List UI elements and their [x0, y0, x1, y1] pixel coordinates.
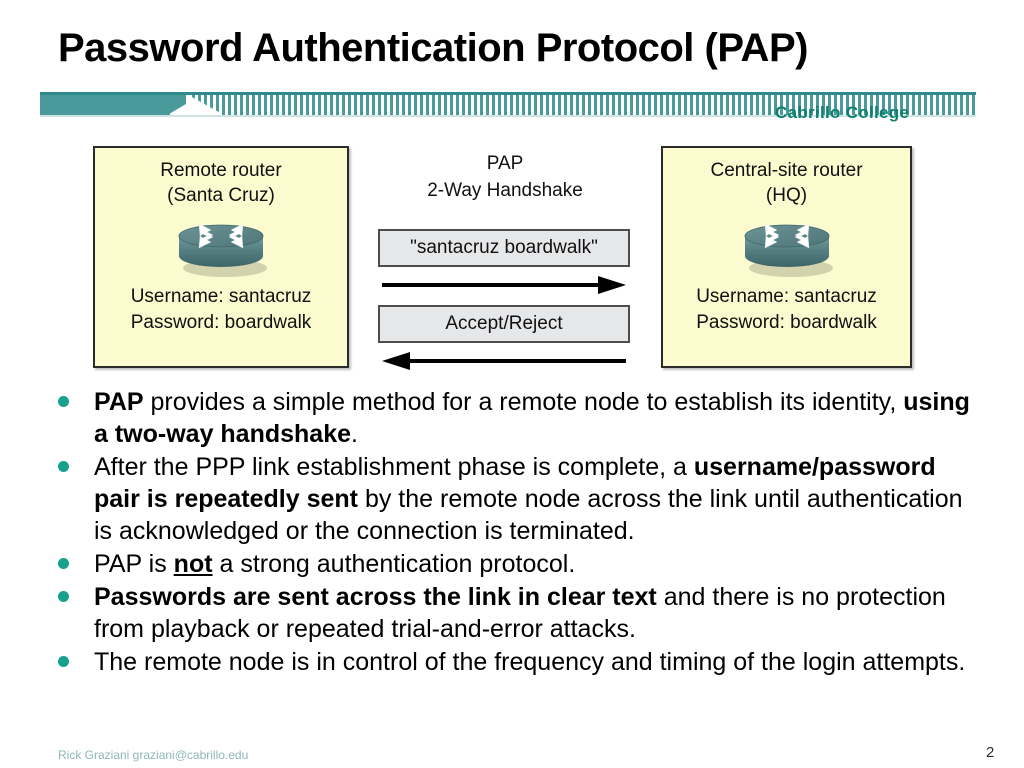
message-box-request: "santacruz boardwalk": [378, 229, 630, 267]
bullet-text: After the PPP link establishment phase i…: [94, 453, 963, 545]
bullet-dot-icon: [58, 558, 69, 569]
bullet-list: PAP provides a simple method for a remot…: [44, 386, 974, 679]
central-router-username: Username: santacruz: [696, 286, 877, 307]
remote-router-username: Username: santacruz: [130, 286, 312, 307]
header-stripe-fade: [186, 95, 222, 115]
central-router-password: Password: boardwalk: [696, 312, 877, 333]
list-item: PAP provides a simple method for a remot…: [44, 386, 974, 450]
footer-credit: Rick Graziani graziani@cabrillo.edu: [58, 748, 249, 762]
list-item: Passwords are sent across the link in cl…: [44, 581, 974, 645]
remote-router-password: Password: boardwalk: [130, 312, 312, 333]
list-item: PAP is not a strong authentication proto…: [44, 548, 974, 580]
page-title: Password Authentication Protocol (PAP): [58, 26, 808, 70]
header-bottom-rule: [40, 115, 976, 117]
bullet-text: PAP is not a strong authentication proto…: [94, 550, 576, 578]
remote-router-title-line1: Remote router: [160, 160, 282, 181]
header-solid-block: [40, 95, 170, 115]
handshake-heading: PAP 2-Way Handshake: [380, 150, 630, 204]
central-router-title-line2: (HQ): [765, 185, 808, 206]
header-stripes: [186, 95, 976, 115]
remote-router-box: Remote router (Santa Cruz): [93, 146, 349, 368]
institution-label: Cabrillo College: [775, 103, 910, 122]
header-accent-bar: [40, 92, 980, 118]
bullet-dot-icon: [58, 396, 69, 407]
central-router-box: Central-site router (HQ) Username: santa…: [661, 146, 912, 368]
page-number: 2: [986, 744, 995, 761]
handshake-heading-line2: 2-Way Handshake: [427, 180, 583, 201]
handshake-heading-line1: PAP: [486, 153, 524, 174]
bullet-dot-icon: [58, 591, 69, 602]
message-box-reply: Accept/Reject: [378, 305, 630, 343]
bullet-dot-icon: [58, 461, 69, 472]
remote-router-title-line2: (Santa Cruz): [167, 185, 275, 206]
router-icon: [739, 216, 835, 278]
arrow-left-icon: [382, 352, 626, 370]
header-top-rule: [40, 92, 976, 95]
bullet-dot-icon: [58, 656, 69, 667]
central-router-title-line1: Central-site router: [710, 160, 863, 181]
router-icon: [173, 216, 269, 278]
arrow-right-icon: [382, 276, 626, 294]
list-item: After the PPP link establishment phase i…: [44, 451, 974, 547]
bullet-text: The remote node is in control of the fre…: [94, 648, 966, 676]
bullet-text: PAP provides a simple method for a remot…: [94, 388, 970, 448]
bullet-text: Passwords are sent across the link in cl…: [94, 583, 946, 643]
list-item: The remote node is in control of the fre…: [44, 646, 974, 678]
